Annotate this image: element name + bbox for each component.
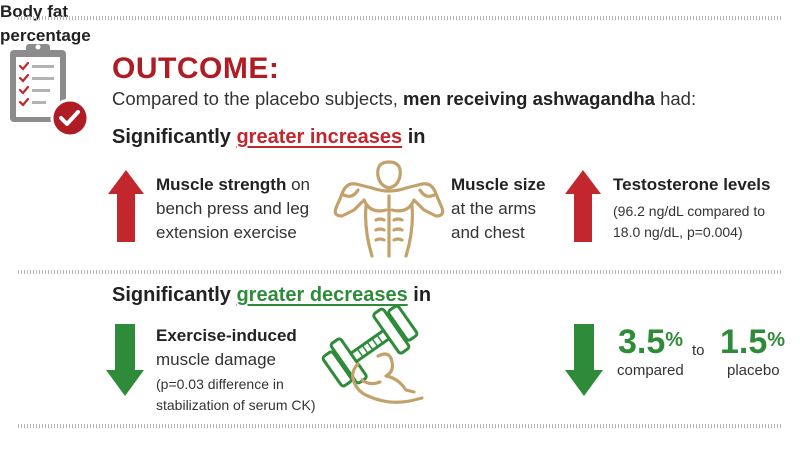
body-fat-value-ashwagandha: 3.5% [618,323,684,361]
comparison-to: to [692,342,705,359]
outcome-title: OUTCOME: [112,52,280,85]
increases-heading: Significantly greater increases in [112,126,426,148]
testosterone-note: (96.2 ng/dL compared to 18.0 ng/dL, p=0.… [613,203,766,240]
intro-text: Compared to the placebo subjects, men re… [112,88,697,109]
muscle-strength-text: Muscle strength on bench press and leg e… [156,175,310,242]
muscle-damage-note: (p=0.03 difference in stabilization of s… [156,376,316,413]
up-arrow-icon [108,170,144,242]
clipboard-checklist-icon [8,40,90,140]
middle-divider [18,270,782,274]
caption-placebo: placebo [727,362,780,379]
bottom-divider [18,424,782,428]
caption-compared: compared [617,362,684,379]
muscle-damage-text: Exercise-induced muscle damage (p=0.03 d… [156,324,346,416]
down-arrow-icon [565,324,603,396]
muscle-size-text: Muscle size at the arms and chest [451,175,546,242]
up-arrow-icon [565,170,601,242]
testosterone-text: Testosterone levels (96.2 ng/dL compared… [613,173,793,243]
arm-dumbbell-icon [321,306,424,404]
down-arrow-icon [106,324,144,396]
decreases-heading: Significantly greater decreases in [112,284,432,306]
body-fat-label: Body fat percentage [0,2,91,45]
muscular-torso-icon [333,160,445,258]
body-fat-value-placebo: 1.5% [720,323,786,361]
top-divider [18,16,782,20]
